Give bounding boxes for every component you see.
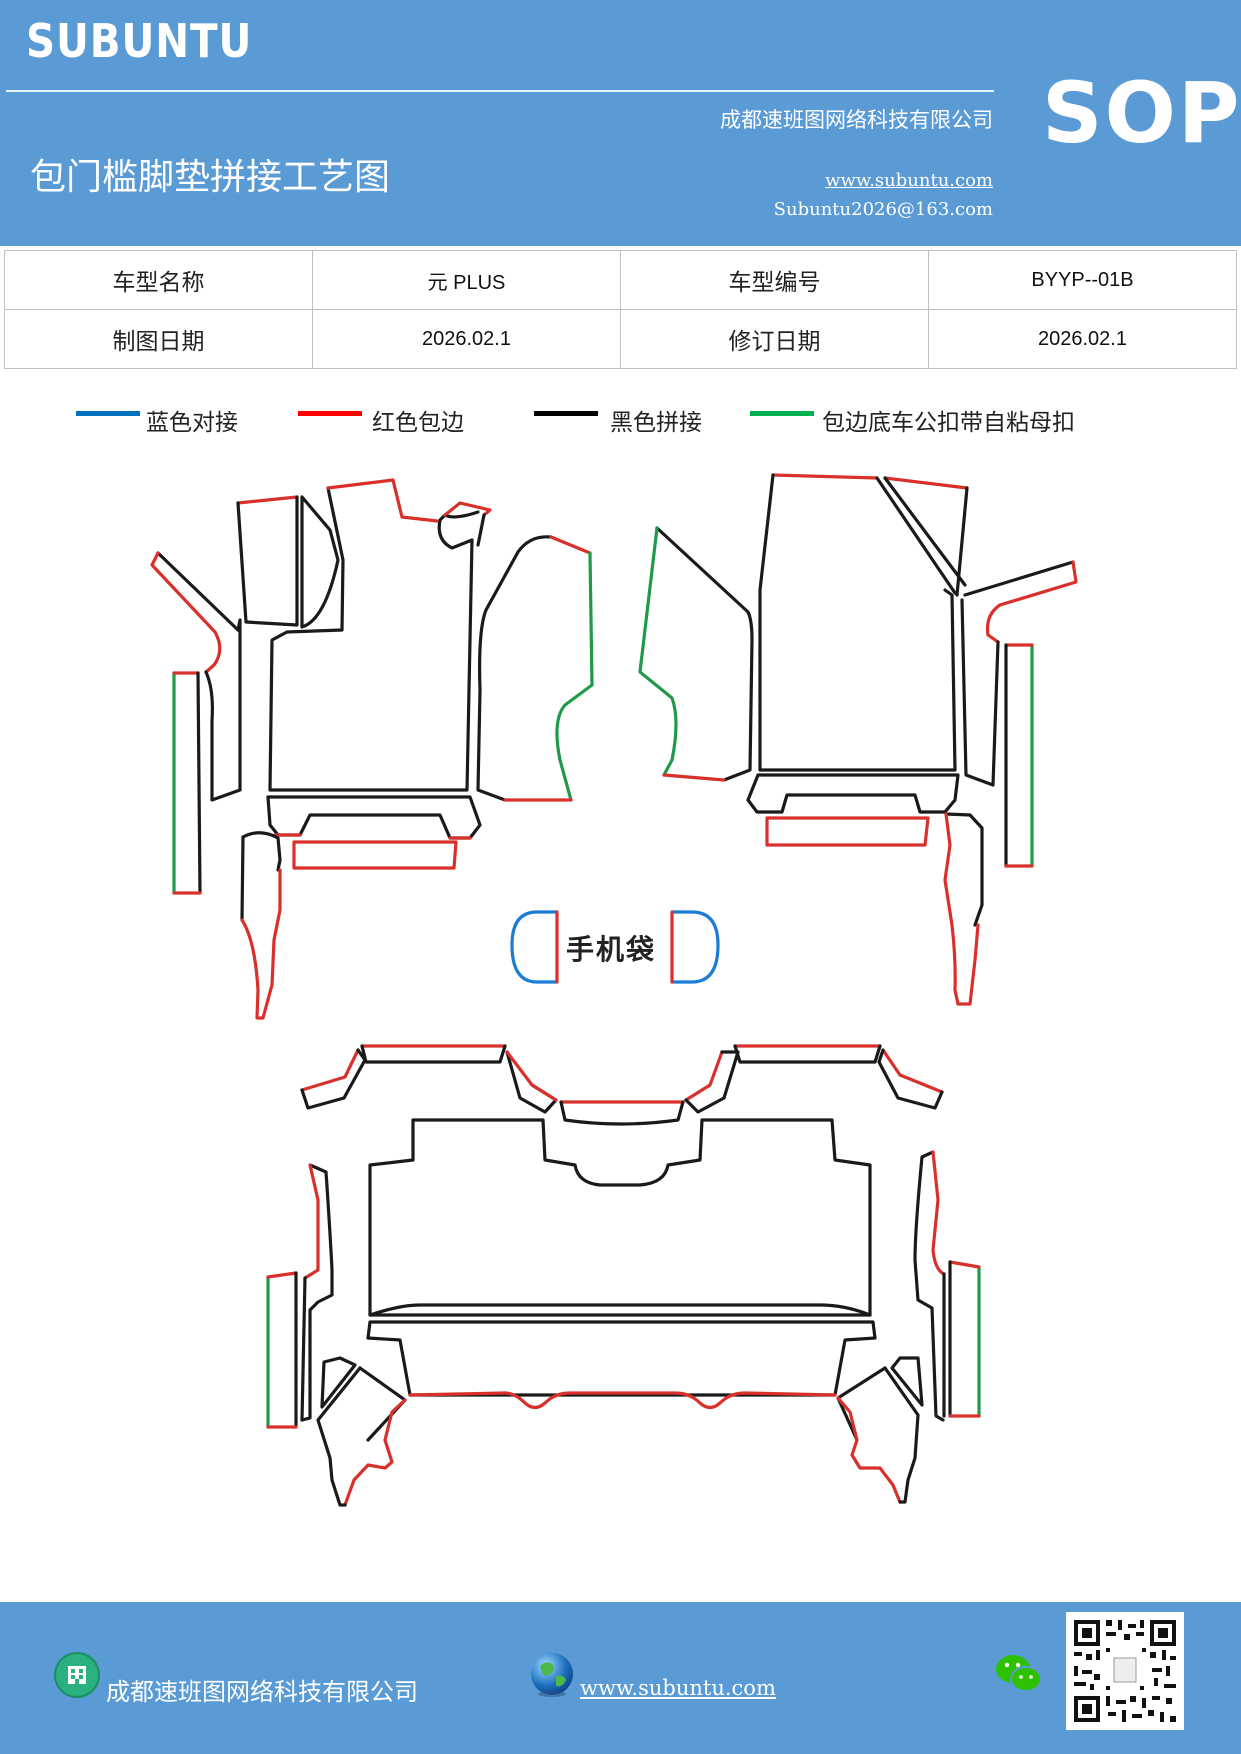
revision-date-label: 修订日期 [620,309,929,369]
model-name-value: 元 PLUS [312,250,621,310]
revision-date-value: 2026.02.1 [928,309,1237,369]
rear-main-mat [368,1118,872,1317]
rear-left-side-piece [300,1163,334,1422]
model-code-label: 车型编号 [620,250,929,310]
model-name-label: 车型名称 [4,250,313,310]
footer-company-name: 成都速班图网络科技有限公司 [106,1678,418,1706]
phone-pocket-left [510,910,559,984]
building-icon [54,1652,100,1698]
drawing-date-value: 2026.02.1 [312,309,621,369]
front-left-rear-sill [241,831,282,872]
footer-website-link[interactable]: www.subuntu.com [580,1676,776,1700]
front-right-rear-sill [944,812,984,927]
header-banner: SUBUNTU 成都速班图网络科技有限公司 包门槛脚垫拼接工艺图 www.sub… [0,0,1241,246]
legend-green-label: 包边底车公扣带自粘母扣 [822,410,1075,436]
front-left-main-mat [268,486,480,792]
globe-icon [528,1650,576,1698]
front-right-bottom-strip [746,773,960,814]
front-left-sill-piece [156,551,240,632]
drawing-date-label: 制图日期 [4,309,313,369]
header-email[interactable]: Subuntu2026@163.com [773,199,993,220]
phone-pocket-group [510,910,720,984]
table-row: 制图日期 2026.02.1 修订日期 2026.02.1 [4,309,1237,369]
model-code-value: BYYP--01B [928,250,1237,310]
document-title: 包门槛脚垫拼接工艺图 [30,157,391,198]
floor-mat-diagram [150,473,1078,1507]
legend-red-label: 红色包边 [372,410,464,436]
header-company-name: 成都速班图网络科技有限公司 [720,108,993,132]
legend-blue-swatch [76,411,140,416]
rear-lower-mat [366,1320,877,1397]
legend-red-swatch [298,411,362,416]
rear-right-side-piece [913,1150,945,1422]
vehicle-info-table: 车型名称 元 PLUS 车型编号 BYYP--01B 制图日期 2026.02.… [4,250,1237,369]
table-row: 车型名称 元 PLUS 车型编号 BYYP--01B [4,250,1237,310]
front-left-bottom-strip [266,795,482,840]
rear-mat-group [266,1044,981,1507]
sop-badge: SOP [1042,64,1241,162]
rear-top-left-strip [300,1048,360,1092]
front-right-door-piece [655,526,754,782]
front-right-main-mat [771,473,879,480]
front-left-heel-pad [236,495,299,505]
qr-code[interactable] [1066,1612,1184,1730]
legend-black-swatch [534,411,598,416]
legend-green-swatch [750,411,814,416]
brand-logo: SUBUNTU [26,14,253,68]
header-divider [6,90,994,92]
front-left-mat-group [150,478,594,1020]
legend-blue-label: 蓝色对接 [146,410,238,436]
footer-banner: 成都速班图网络科技有限公司 www.subuntu.com [0,1602,1241,1754]
header-website-link[interactable]: www.subuntu.com [825,170,993,191]
front-right-mat-group [638,473,1078,1006]
front-right-sill-piece [963,560,1075,597]
legend-black-label: 黑色拼接 [610,410,702,436]
phone-pocket-label: 手机袋 [566,933,657,966]
wechat-icon[interactable] [994,1652,1044,1696]
front-left-console-side [476,535,553,802]
phone-pocket-right [670,910,720,984]
